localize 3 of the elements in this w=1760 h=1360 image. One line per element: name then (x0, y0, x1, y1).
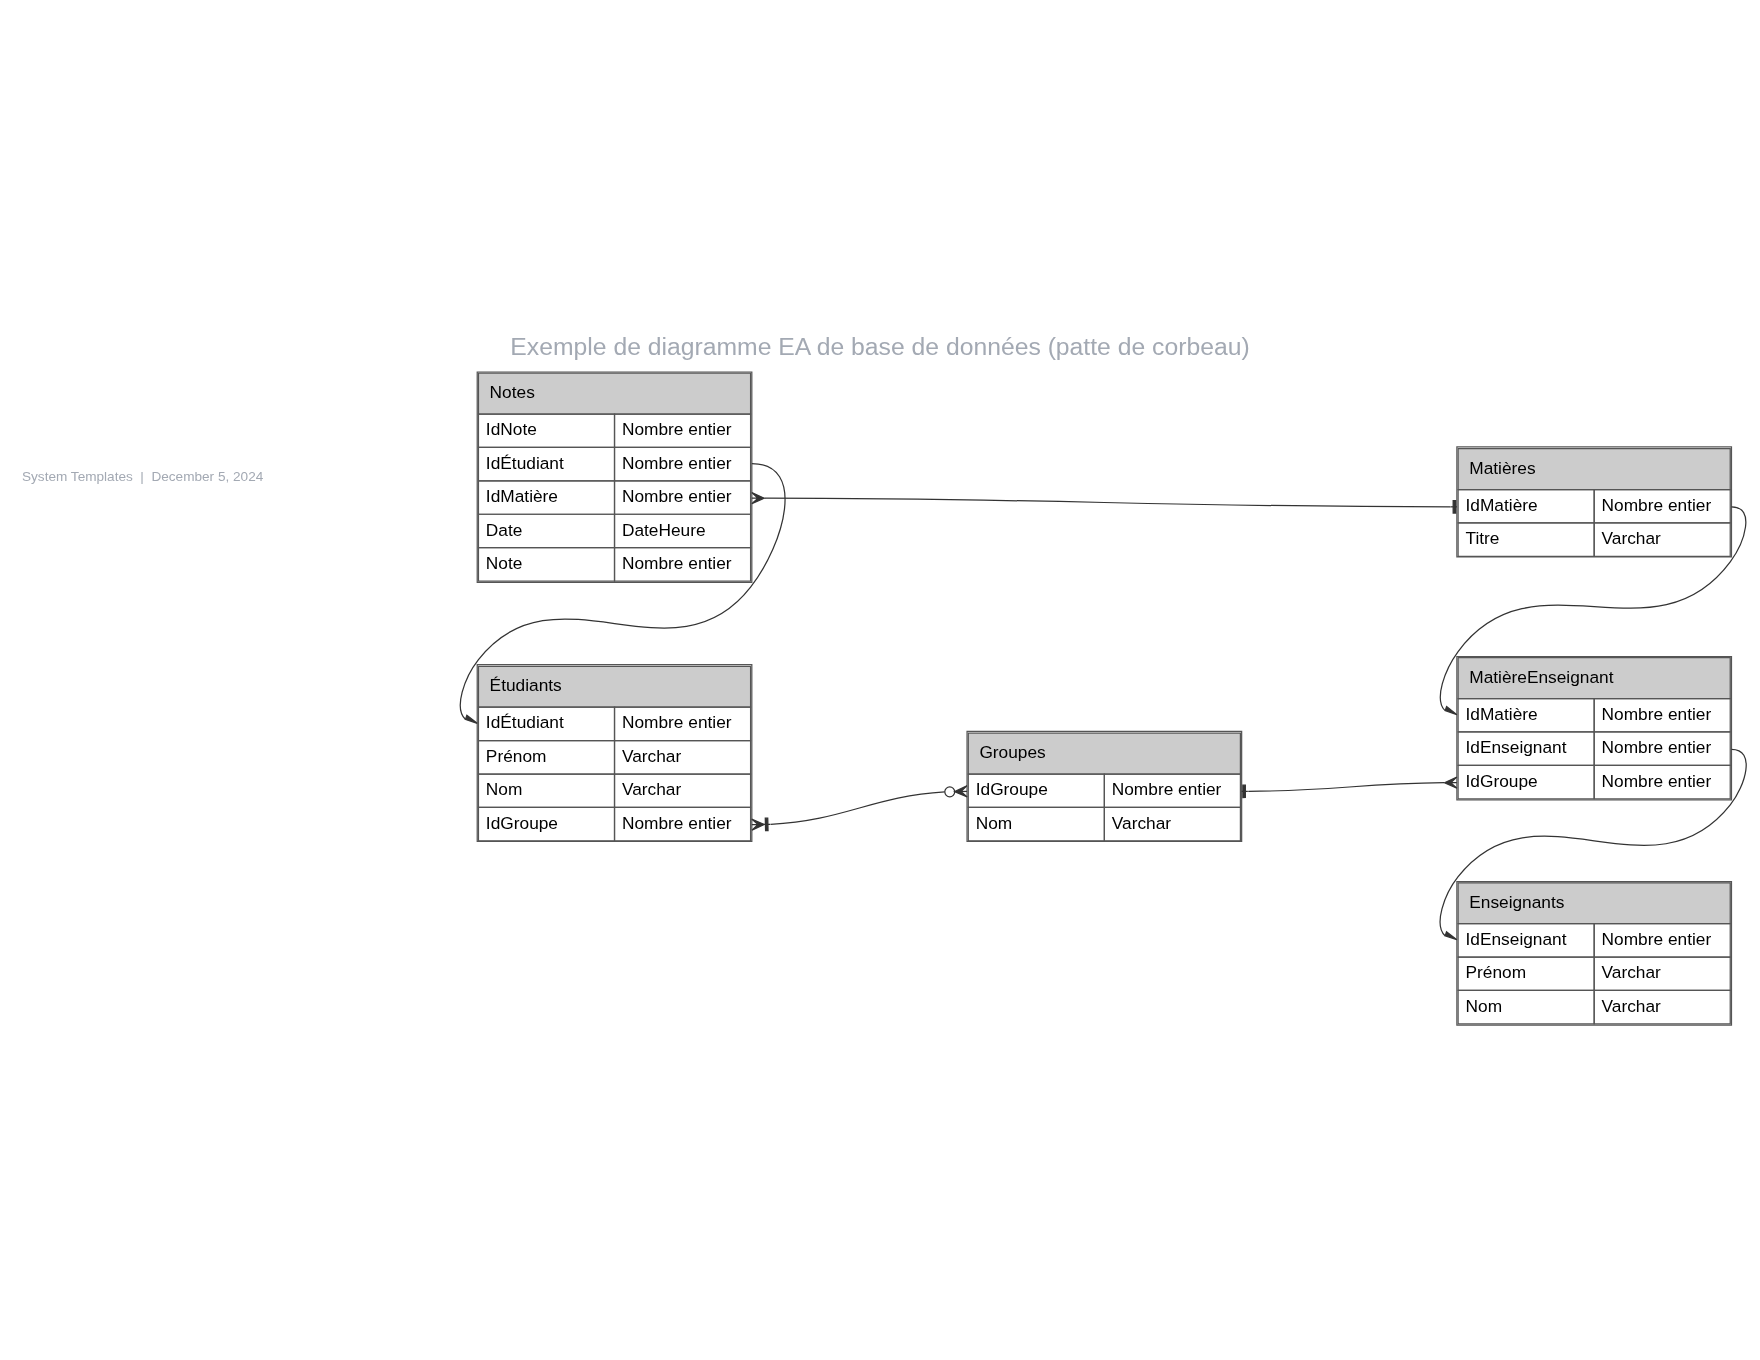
diagram-title: Exemple de diagramme EA de base de données (patte de corbeau) (510, 332, 1250, 360)
connector (459, 462, 786, 724)
label: System Templates | December 5, 2024 (21, 468, 264, 484)
